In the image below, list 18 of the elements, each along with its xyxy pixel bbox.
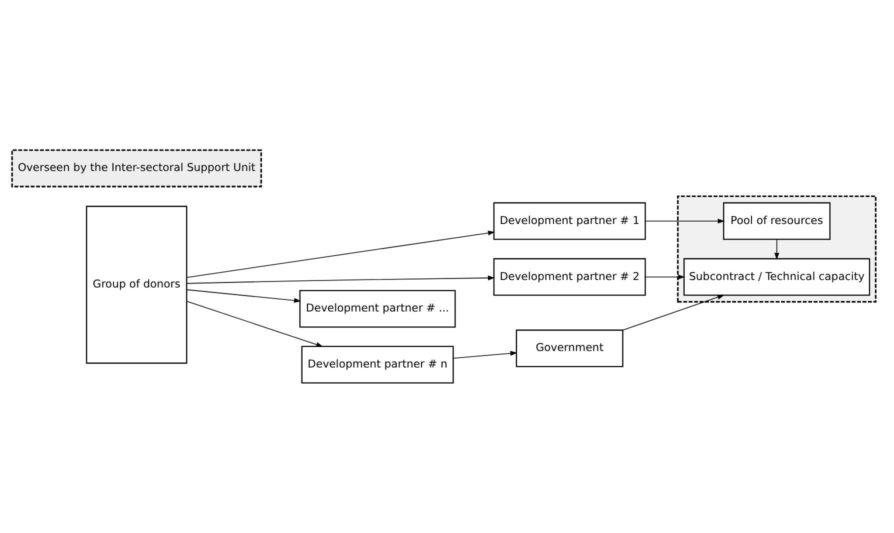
arrow: [452, 350, 518, 359]
arrow: [622, 294, 724, 331]
arrow: [774, 239, 780, 260]
arrow: [186, 276, 495, 284]
node-box: Group of donors: [86, 206, 188, 364]
arrow: [186, 300, 324, 347]
arrow: [645, 274, 686, 280]
arrow: [186, 230, 496, 278]
node-box: Development partner # 1: [493, 202, 646, 240]
node-box: Subcontract / Technical capacity: [683, 258, 870, 296]
node-box: Pool of resources: [723, 202, 831, 240]
arrow: [645, 218, 725, 224]
node-box: Development partner # 2: [493, 258, 646, 296]
node-box: Development partner # n: [301, 346, 454, 384]
arrow: [186, 289, 302, 303]
node-box: Overseen by the Inter-sectoral Support Unit: [11, 149, 262, 188]
node-box: Development partner # ...: [299, 290, 456, 328]
node-box: Government: [516, 330, 624, 368]
